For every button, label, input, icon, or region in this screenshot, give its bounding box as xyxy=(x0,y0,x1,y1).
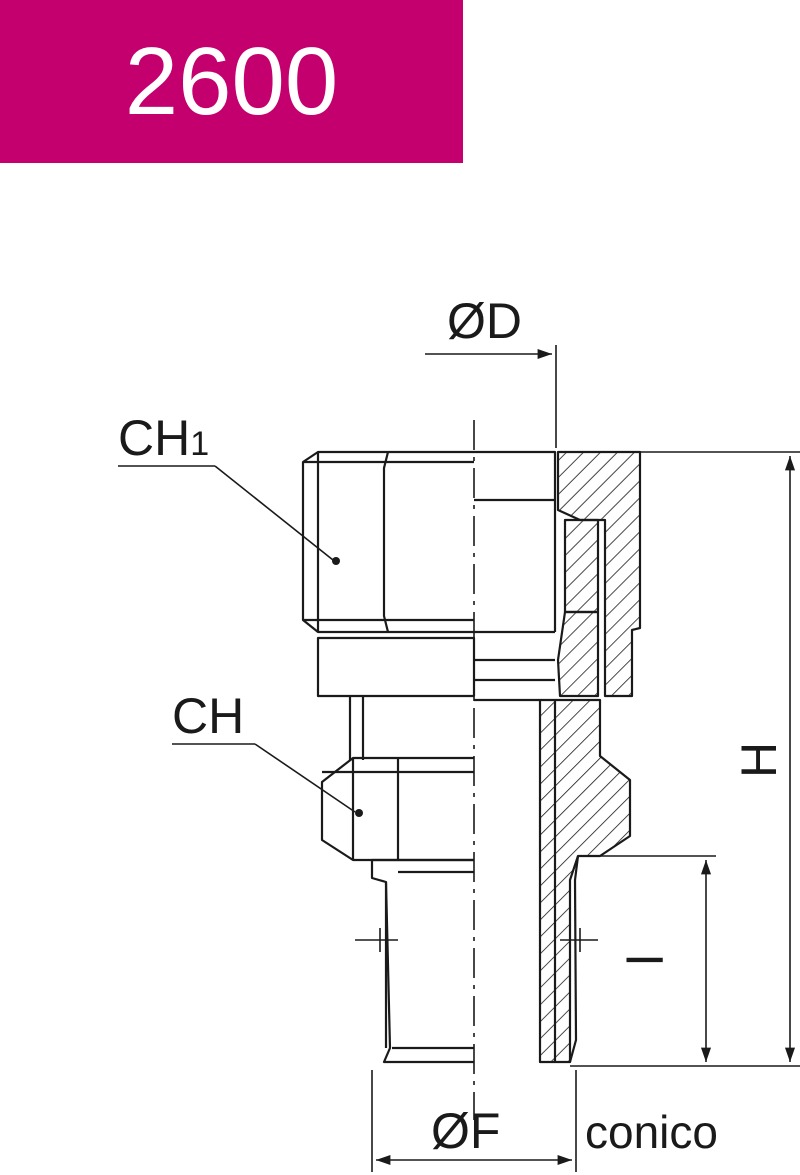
label-ch1: CH1 xyxy=(118,410,209,466)
ch-leader xyxy=(254,743,356,813)
ch1-hex-nut xyxy=(301,450,474,634)
label-l: l xyxy=(618,954,674,965)
collar xyxy=(316,636,476,698)
label-h: H xyxy=(731,742,787,778)
label-d: ØD xyxy=(447,293,522,349)
label-ch: CH xyxy=(172,688,244,744)
ch1-leader xyxy=(214,465,334,561)
label-conico: conico xyxy=(585,1106,718,1158)
section-nut xyxy=(556,450,642,698)
section-lower xyxy=(538,698,632,1064)
label-f: ØF xyxy=(431,1103,500,1159)
title-bar: 2600 xyxy=(0,0,463,163)
section-body xyxy=(563,518,600,614)
part-number-title: 2600 xyxy=(124,28,339,135)
